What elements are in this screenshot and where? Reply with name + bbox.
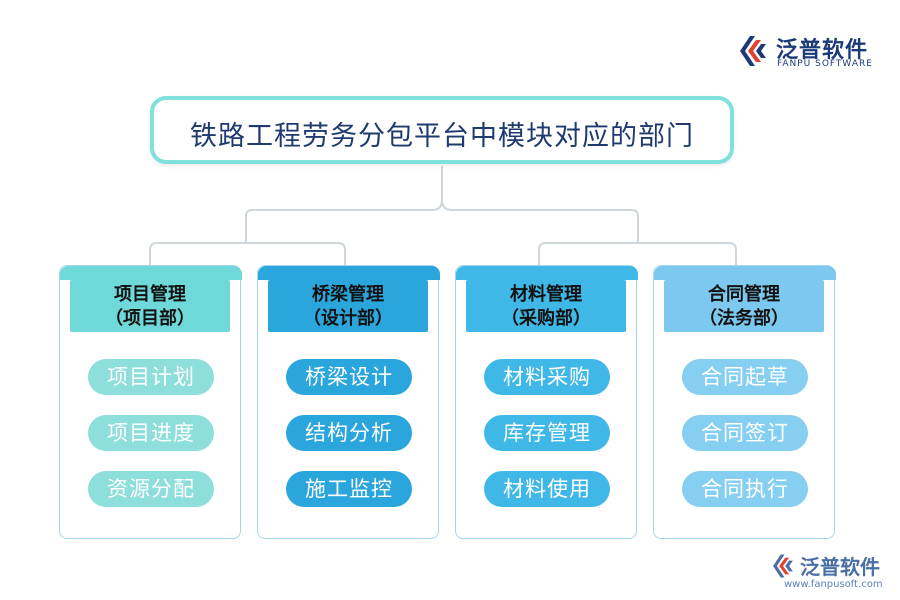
module-header: 桥梁管理 （设计部） [258, 266, 440, 332]
title-box: 铁路工程劳务分包平台中模块对应的部门 [150, 96, 734, 164]
function-pill: 合同签订 [682, 415, 808, 451]
function-pill: 桥梁设计 [286, 359, 412, 395]
fanpu-logo-icon [773, 554, 793, 578]
brand-subtitle: FANPU SOFTWARE [777, 59, 873, 69]
brand-logo-top: 泛普软件 FANPU SOFTWARE [736, 32, 886, 74]
module-card-contract: 合同管理 （法务部） 合同起草 合同签订 合同执行 [653, 265, 836, 539]
module-department: （法务部） [699, 308, 789, 329]
function-pill: 项目计划 [88, 359, 214, 395]
module-department: （设计部） [303, 308, 393, 329]
connector-left-trunk [245, 166, 443, 243]
function-pill: 结构分析 [286, 415, 412, 451]
brand-name: 泛普软件 [776, 38, 869, 63]
module-department: （采购部） [501, 308, 591, 329]
function-pill: 施工监控 [286, 471, 412, 507]
function-pill: 资源分配 [88, 471, 214, 507]
module-name: 合同管理 [708, 284, 780, 305]
module-header: 项目管理 （项目部） [60, 266, 242, 332]
brand-name-watermark: 泛普软件 [800, 555, 880, 579]
function-pill: 库存管理 [484, 415, 610, 451]
function-pill: 项目进度 [88, 415, 214, 451]
module-card-project: 项目管理 （项目部） 项目计划 项目进度 资源分配 [59, 265, 242, 539]
brand-logo-bottom: 泛普软件 www.fanpusoft.com [770, 551, 895, 597]
function-pill: 材料采购 [484, 359, 610, 395]
brand-url: www.fanpusoft.com [784, 579, 883, 590]
module-name: 材料管理 [510, 284, 582, 305]
module-name: 桥梁管理 [312, 284, 384, 305]
module-header: 材料管理 （采购部） [456, 266, 638, 332]
module-department: （项目部） [105, 308, 195, 329]
module-card-bridge: 桥梁管理 （设计部） 桥梁设计 结构分析 施工监控 [257, 265, 440, 539]
function-pill: 合同执行 [682, 471, 808, 507]
connector-right-branch [538, 242, 737, 265]
module-name: 项目管理 [114, 284, 186, 305]
connector-right-trunk [441, 199, 639, 243]
diagram-title: 铁路工程劳务分包平台中模块对应的部门 [190, 121, 694, 152]
connector-left-branch [149, 242, 346, 265]
function-pill: 材料使用 [484, 471, 610, 507]
fanpu-logo-icon [740, 36, 766, 66]
module-card-material: 材料管理 （采购部） 材料采购 库存管理 材料使用 [455, 265, 638, 539]
function-pill: 合同起草 [682, 359, 808, 395]
module-header: 合同管理 （法务部） [654, 266, 836, 332]
